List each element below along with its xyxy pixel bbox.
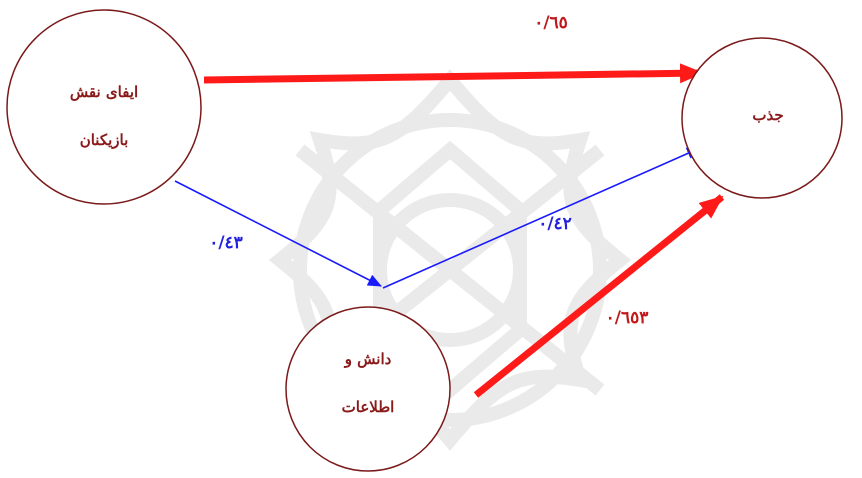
edge-label-knowledge-to-attraction-red: ۰/٦٥٣: [606, 308, 649, 328]
node-attraction: جذب: [681, 37, 843, 199]
node-knowledge-line1: دانش و: [344, 350, 392, 368]
node-role-playing-line1: ایفای نقش: [70, 83, 138, 101]
edge-knowledge-to-attraction-blue: [382, 147, 701, 289]
edge-knowledge-to-attraction-red: [473, 194, 725, 398]
edge-label-knowledge-to-attraction-blue: ۰/٤٢: [538, 214, 572, 234]
edge-role-to-knowledge: [174, 180, 382, 287]
node-knowledge-line2: اطلاعات: [342, 398, 395, 416]
edge-label-role-to-knowledge: ۰/٤٣: [209, 233, 243, 253]
edge-role-to-attraction: [203, 63, 704, 84]
node-role-playing-line2: بازیکنان: [80, 131, 129, 149]
node-knowledge: دانش و اطلاعات: [285, 306, 451, 472]
node-attraction-label: جذب: [752, 106, 783, 124]
node-role-playing: ایفای نقش بازیکنان: [6, 9, 202, 205]
edge-label-role-to-attraction: ۰/٦٥: [534, 13, 568, 33]
